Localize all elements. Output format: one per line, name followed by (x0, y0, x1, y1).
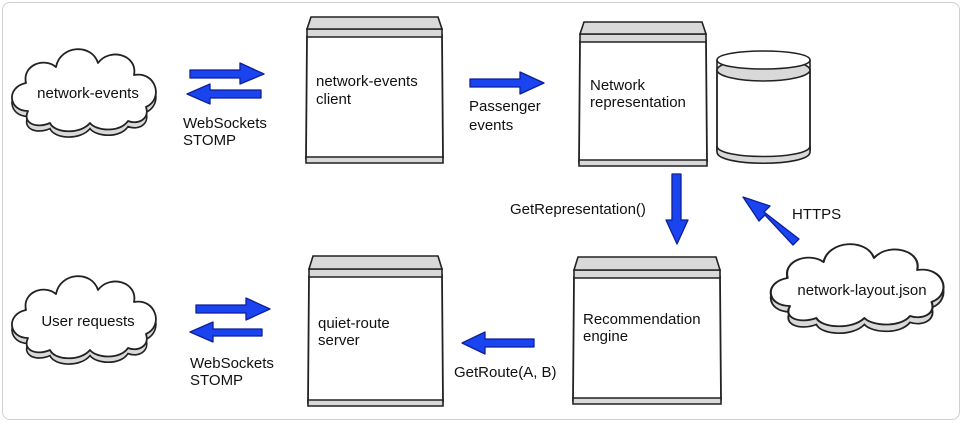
websockets-top-label-1: WebSockets (183, 115, 267, 132)
recommendation-engine-box: Recommendation engine (572, 256, 722, 405)
https-arrow (742, 196, 800, 246)
passenger-events-label-2: events (469, 117, 513, 134)
passenger-events-label-1: Passenger (469, 98, 541, 115)
arrow-left-bottom (189, 321, 263, 343)
quiet-route-server-box: quiet-route server (307, 255, 444, 407)
network-events-client-label-1: network-events (316, 73, 418, 90)
recommendation-engine-label-2: engine (583, 328, 628, 345)
quiet-route-server-label-2: server (318, 332, 360, 349)
get-route-label: GetRoute(A, B) (454, 364, 557, 381)
network-events-client-label-2: client (316, 91, 352, 108)
network-representation-box: Network representation (578, 21, 708, 167)
database-cylinder (716, 50, 811, 165)
recommendation-engine-label-1: Recommendation (583, 311, 701, 328)
https-label: HTTPS (792, 206, 841, 223)
network-events-cloud: network-events (11, 48, 157, 138)
user-requests-cloud: User requests (11, 275, 157, 365)
quiet-route-server-label-1: quiet-route (318, 315, 390, 332)
arrow-right-top (189, 62, 265, 85)
arrow-right-bottom (195, 297, 271, 321)
user-requests-cloud-label: User requests (41, 313, 134, 330)
network-representation-label-2: representation (590, 94, 686, 111)
get-representation-arrow (665, 173, 689, 245)
network-representation-label-1: Network (590, 77, 646, 94)
websockets-bottom-arrows (189, 297, 271, 343)
arrow-left-top (186, 83, 262, 105)
network-events-client-box: network-events client (305, 16, 444, 164)
passenger-events-arrow (469, 71, 545, 95)
websockets-bottom-label-1: WebSockets (190, 355, 274, 372)
websockets-top-label-2: STOMP (183, 132, 236, 149)
get-route-arrow (461, 331, 535, 355)
websockets-bottom-label-2: STOMP (190, 372, 243, 389)
get-representation-label: GetRepresentation() (510, 201, 646, 218)
network-layout-cloud: network-layout.json (769, 243, 945, 335)
network-layout-cloud-label: network-layout.json (797, 282, 926, 299)
network-events-cloud-label: network-events (37, 85, 139, 102)
websockets-top-arrows (186, 62, 265, 105)
